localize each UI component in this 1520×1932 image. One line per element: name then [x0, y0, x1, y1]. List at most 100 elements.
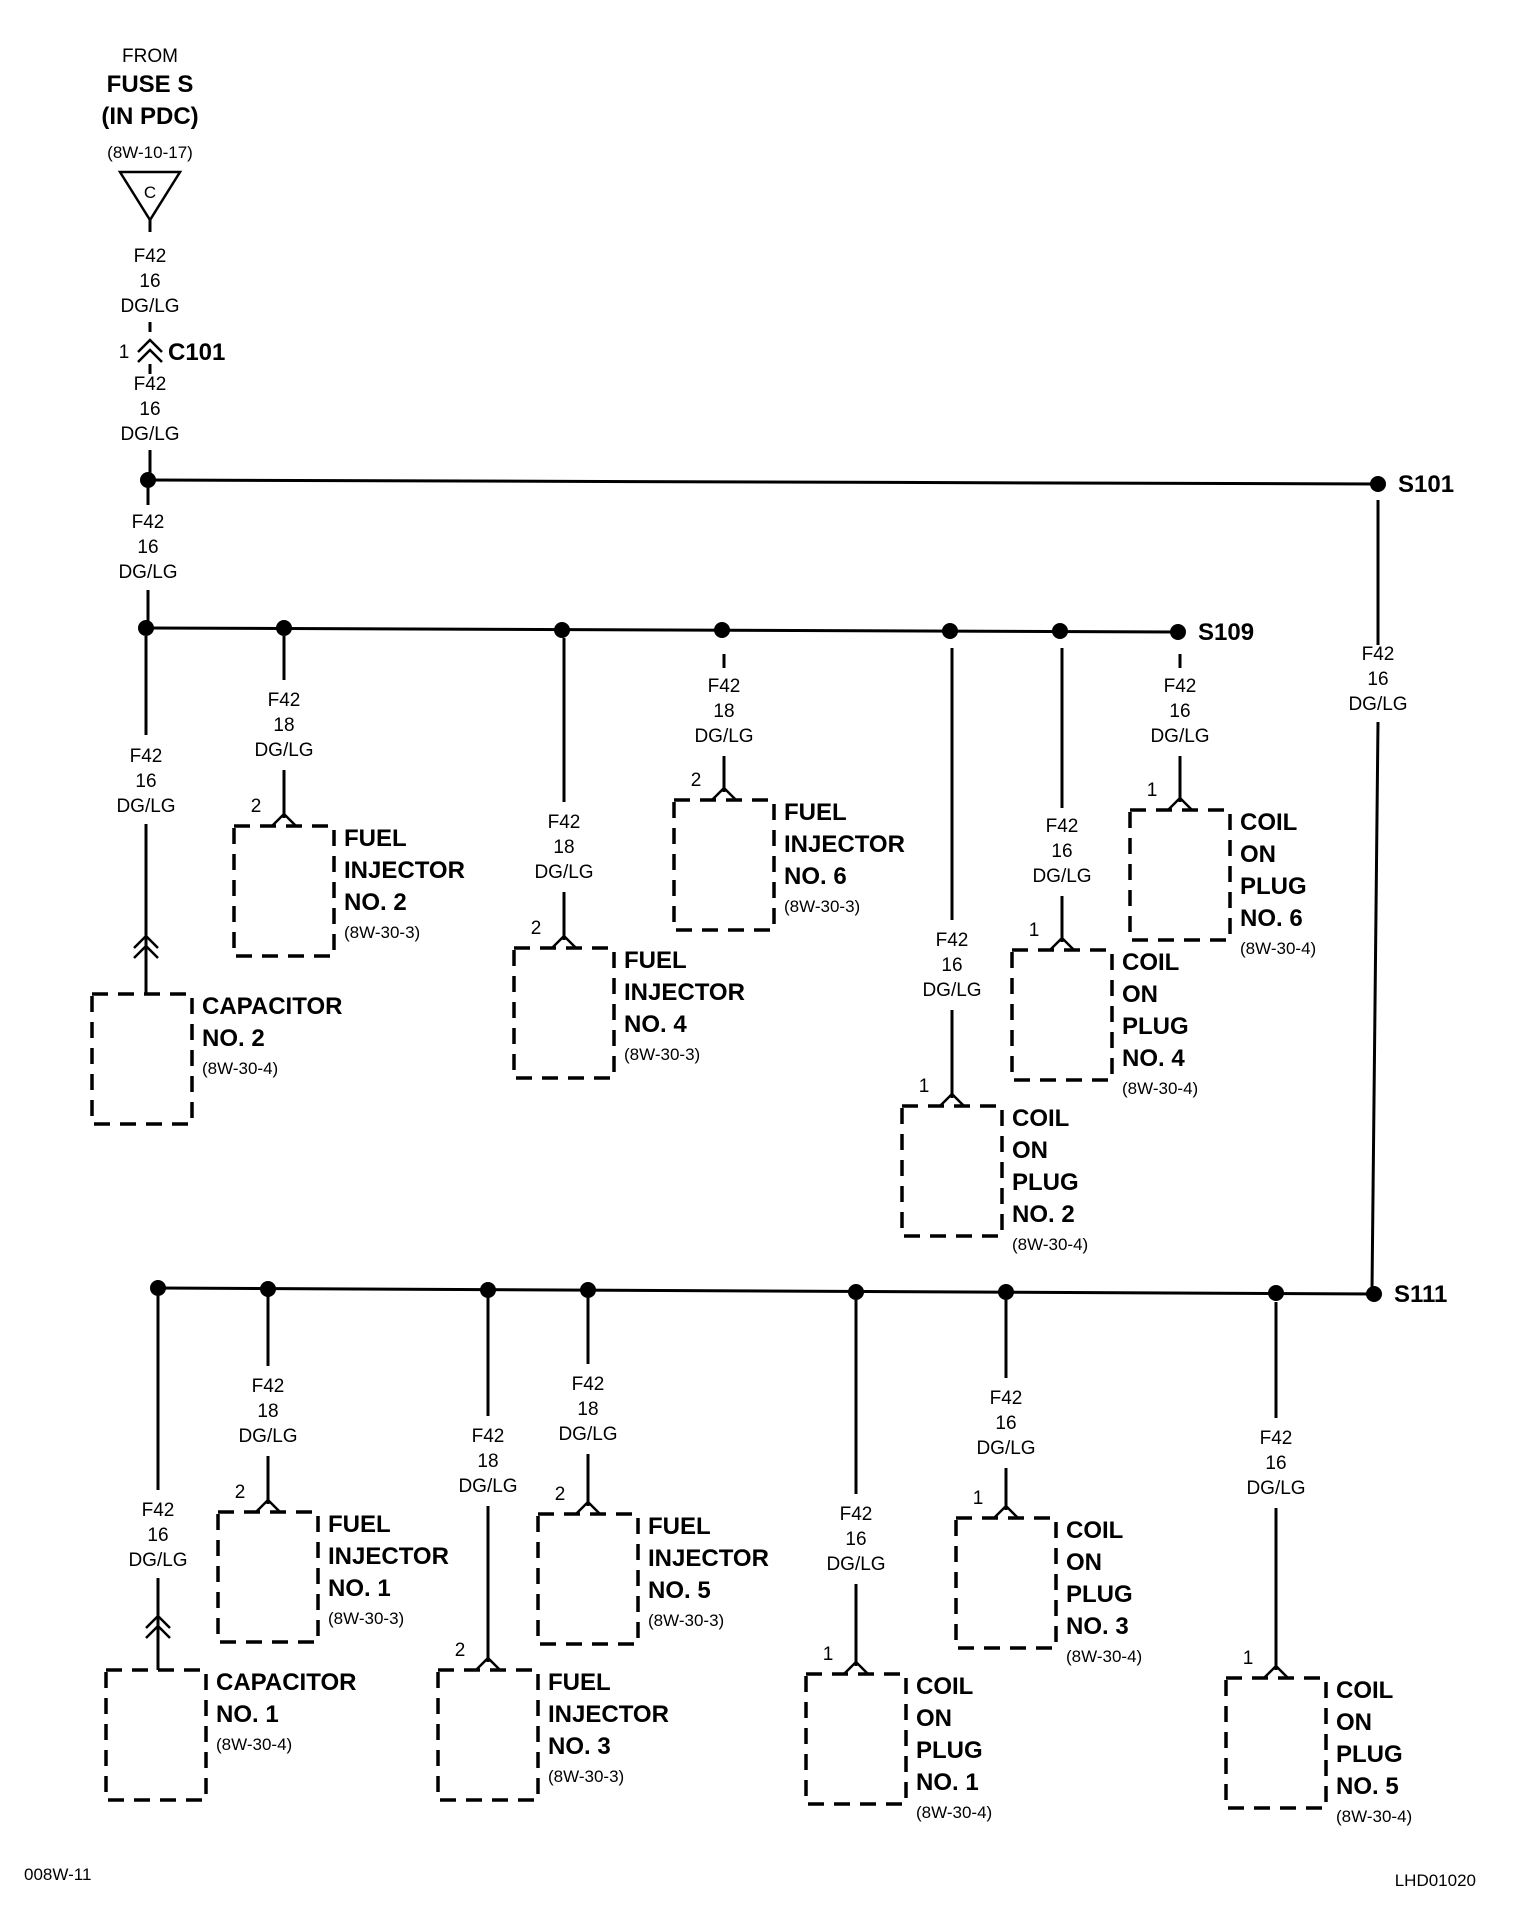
svg-text:DG/LG: DG/LG [120, 424, 179, 445]
svg-text:INJECTOR: INJECTOR [624, 979, 745, 1006]
pin-icon [993, 1504, 1019, 1519]
svg-text:NO. 3: NO. 3 [1066, 1613, 1129, 1640]
svg-text:18: 18 [477, 1451, 498, 1472]
svg-text:DG/LG: DG/LG [826, 1554, 885, 1575]
svg-text:NO. 5: NO. 5 [648, 1577, 711, 1604]
svg-text:ON: ON [1240, 841, 1276, 868]
svg-text:NO. 1: NO. 1 [216, 1701, 279, 1728]
svg-text:F42: F42 [1362, 644, 1395, 665]
svg-text:DG/LG: DG/LG [120, 296, 179, 317]
svg-text:F42: F42 [134, 246, 167, 267]
component-coil-on-plug-3: COIL ON PLUG NO. 3 (8W-30-4) [954, 1516, 1142, 1666]
svg-text:DG/LG: DG/LG [128, 1550, 187, 1571]
svg-text:1: 1 [973, 1488, 984, 1509]
svg-text:PLUG: PLUG [1012, 1169, 1079, 1196]
svg-text:F42: F42 [472, 1426, 505, 1447]
svg-text:ON: ON [1336, 1709, 1372, 1736]
svg-text:F42: F42 [840, 1504, 873, 1525]
svg-text:COIL: COIL [1240, 809, 1297, 836]
svg-text:COIL: COIL [1122, 949, 1179, 976]
splice-s101: S101 [1398, 471, 1454, 498]
connector-triangle-icon [117, 170, 183, 223]
component-capacitor-1: CAPACITOR NO. 1 (8W-30-4) [104, 1668, 356, 1802]
pin-icon [575, 1500, 601, 1515]
svg-text:F42: F42 [130, 746, 163, 767]
svg-text:(8W-30-4): (8W-30-4) [216, 1735, 292, 1754]
connector-letter: C [144, 183, 156, 202]
svg-text:1: 1 [1243, 1648, 1254, 1669]
svg-text:CAPACITOR: CAPACITOR [216, 1669, 356, 1696]
component-fuel-injector-2: FUEL INJECTOR NO. 2 (8W-30-3) [232, 824, 465, 958]
svg-text:F42: F42 [142, 1500, 175, 1521]
svg-text:ON: ON [1066, 1549, 1102, 1576]
wire-label: F42 16 DG/LG [1150, 676, 1209, 747]
source-from: FROM [122, 46, 178, 67]
svg-text:16: 16 [941, 955, 962, 976]
svg-text:PLUG: PLUG [1336, 1741, 1403, 1768]
wire-label: F42 18 DG/LG [254, 690, 313, 761]
svg-text:(8W-30-4): (8W-30-4) [1012, 1235, 1088, 1254]
svg-text:18: 18 [257, 1401, 278, 1422]
component-coil-on-plug-6: COIL ON PLUG NO. 6 (8W-30-4) [1128, 808, 1316, 958]
svg-text:DG/LG: DG/LG [976, 1438, 1035, 1459]
component-coil-on-plug-1: COIL ON PLUG NO. 1 (8W-30-4) [804, 1672, 992, 1822]
wire-label: F42 16 DG/LG [118, 512, 177, 583]
source-fuse: FUSE S [107, 71, 194, 98]
svg-text:PLUG: PLUG [1066, 1581, 1133, 1608]
svg-text:F42: F42 [1260, 1428, 1293, 1449]
svg-text:16: 16 [139, 399, 160, 420]
component-fuel-injector-6: FUEL INJECTOR NO. 6 (8W-30-3) [672, 798, 905, 932]
wire-label: F42 16 DG/LG [1246, 1428, 1305, 1499]
svg-text:(8W-30-4): (8W-30-4) [916, 1803, 992, 1822]
splice-dot-s101 [1370, 476, 1386, 492]
wire-label: F42 18 DG/LG [458, 1426, 517, 1497]
svg-text:NO. 3: NO. 3 [548, 1733, 611, 1760]
svg-text:INJECTOR: INJECTOR [648, 1545, 769, 1572]
svg-text:(8W-30-3): (8W-30-3) [624, 1045, 700, 1064]
wire-label: F42 18 DG/LG [558, 1374, 617, 1445]
pin-icon [711, 786, 737, 801]
connector-chevron-icon [145, 1614, 171, 1639]
svg-text:F42: F42 [990, 1388, 1023, 1409]
svg-text:1: 1 [823, 1644, 834, 1665]
wire-label: F42 16 DG/LG [120, 246, 179, 317]
svg-text:(8W-30-4): (8W-30-4) [1240, 939, 1316, 958]
wire-label: F42 16 DG/LG [128, 1500, 187, 1571]
svg-text:PLUG: PLUG [1122, 1013, 1189, 1040]
svg-text:(8W-30-3): (8W-30-3) [548, 1767, 624, 1786]
svg-text:16: 16 [147, 1525, 168, 1546]
wire-label: F42 16 DG/LG [1348, 644, 1407, 715]
svg-text:FUEL: FUEL [648, 1513, 711, 1540]
svg-text:DG/LG: DG/LG [116, 796, 175, 817]
svg-text:16: 16 [1051, 841, 1072, 862]
svg-text:NO. 1: NO. 1 [328, 1575, 391, 1602]
svg-text:(8W-30-3): (8W-30-3) [344, 923, 420, 942]
svg-text:INJECTOR: INJECTOR [344, 857, 465, 884]
svg-text:2: 2 [531, 918, 542, 939]
component-coil-on-plug-2: COIL ON PLUG NO. 2 (8W-30-4) [900, 1104, 1088, 1254]
svg-text:DG/LG: DG/LG [118, 562, 177, 583]
svg-text:(8W-30-4): (8W-30-4) [202, 1059, 278, 1078]
svg-text:NO. 4: NO. 4 [624, 1011, 687, 1038]
svg-text:16: 16 [137, 537, 158, 558]
svg-text:F42: F42 [268, 690, 301, 711]
svg-text:(8W-30-4): (8W-30-4) [1336, 1807, 1412, 1826]
svg-text:NO. 4: NO. 4 [1122, 1045, 1185, 1072]
svg-text:NO. 5: NO. 5 [1336, 1773, 1399, 1800]
svg-text:F42: F42 [548, 812, 581, 833]
svg-text:1: 1 [1029, 920, 1040, 941]
svg-text:DG/LG: DG/LG [238, 1426, 297, 1447]
svg-text:16: 16 [995, 1413, 1016, 1434]
svg-text:ON: ON [1122, 981, 1158, 1008]
svg-text:2: 2 [251, 796, 262, 817]
svg-text:COIL: COIL [1012, 1105, 1069, 1132]
component-coil-on-plug-5: COIL ON PLUG NO. 5 (8W-30-4) [1224, 1676, 1412, 1826]
svg-text:16: 16 [1367, 669, 1388, 690]
wire-label: F42 16 DG/LG [120, 374, 179, 445]
svg-text:F42: F42 [936, 930, 969, 951]
svg-text:FUEL: FUEL [784, 799, 847, 826]
component-fuel-injector-5: FUEL INJECTOR NO. 5 (8W-30-3) [536, 1512, 769, 1646]
svg-text:PLUG: PLUG [1240, 873, 1307, 900]
svg-text:1: 1 [119, 342, 130, 363]
